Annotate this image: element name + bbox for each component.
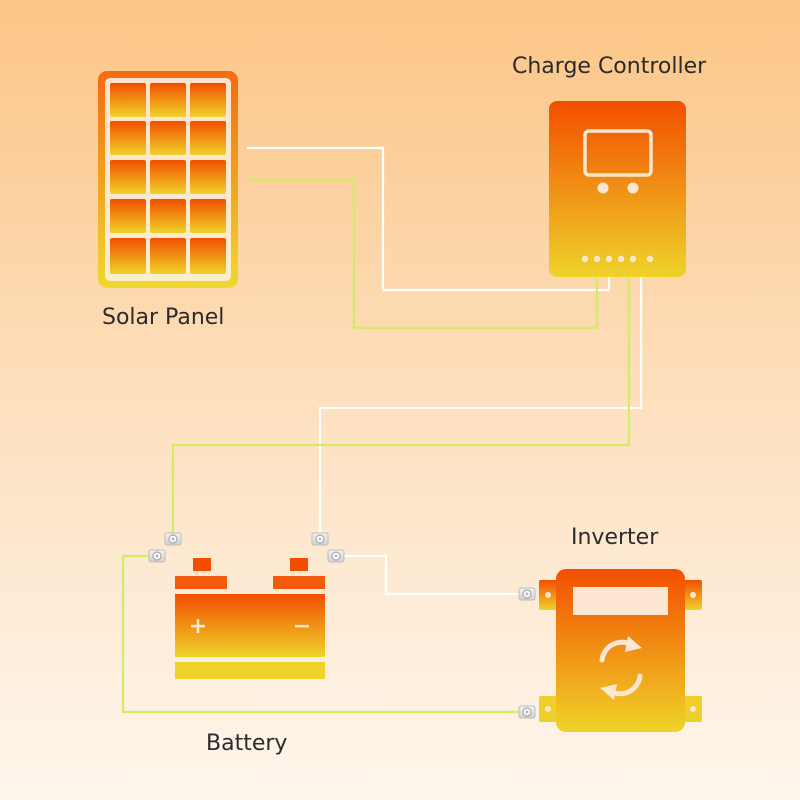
bolt-terminal-icon [518, 705, 536, 719]
battery-icon: + − [175, 558, 325, 679]
controller-display [583, 129, 653, 177]
controller-ports [581, 255, 654, 263]
controller-button-right [627, 182, 639, 194]
charge-controller-label: Charge Controller [512, 54, 707, 79]
wire-controller-to-battery-white [318, 276, 643, 540]
battery-negative-sign: − [293, 614, 311, 639]
charge-controller-icon [549, 101, 686, 277]
bolt-terminal-icon [327, 549, 345, 563]
wire-panel-to-controller-white [247, 146, 611, 292]
wire-battery-to-inverter-green [121, 554, 520, 714]
solar-cells [110, 83, 226, 274]
battery-label: Battery [206, 731, 288, 756]
bolt-terminal-icon [518, 587, 536, 601]
solar-panel-label: Solar Panel [102, 305, 225, 330]
inverter-display [573, 587, 668, 615]
bolt-terminal-icon [164, 532, 182, 546]
solar-panel-icon [98, 71, 238, 288]
inverter-icon [539, 569, 702, 732]
battery-post-right [290, 558, 308, 571]
inverter-label: Inverter [571, 525, 659, 550]
battery-post-left [193, 558, 211, 571]
bolt-terminal-icon [311, 532, 329, 546]
wire-controller-to-battery-green [171, 276, 631, 540]
wire-panel-to-controller-green [247, 178, 599, 330]
controller-button-left [597, 182, 609, 194]
wire-battery-to-inverter-white [336, 554, 520, 596]
bolt-terminal-icon [148, 549, 166, 563]
battery-positive-sign: + [189, 614, 207, 639]
wires [121, 146, 643, 714]
